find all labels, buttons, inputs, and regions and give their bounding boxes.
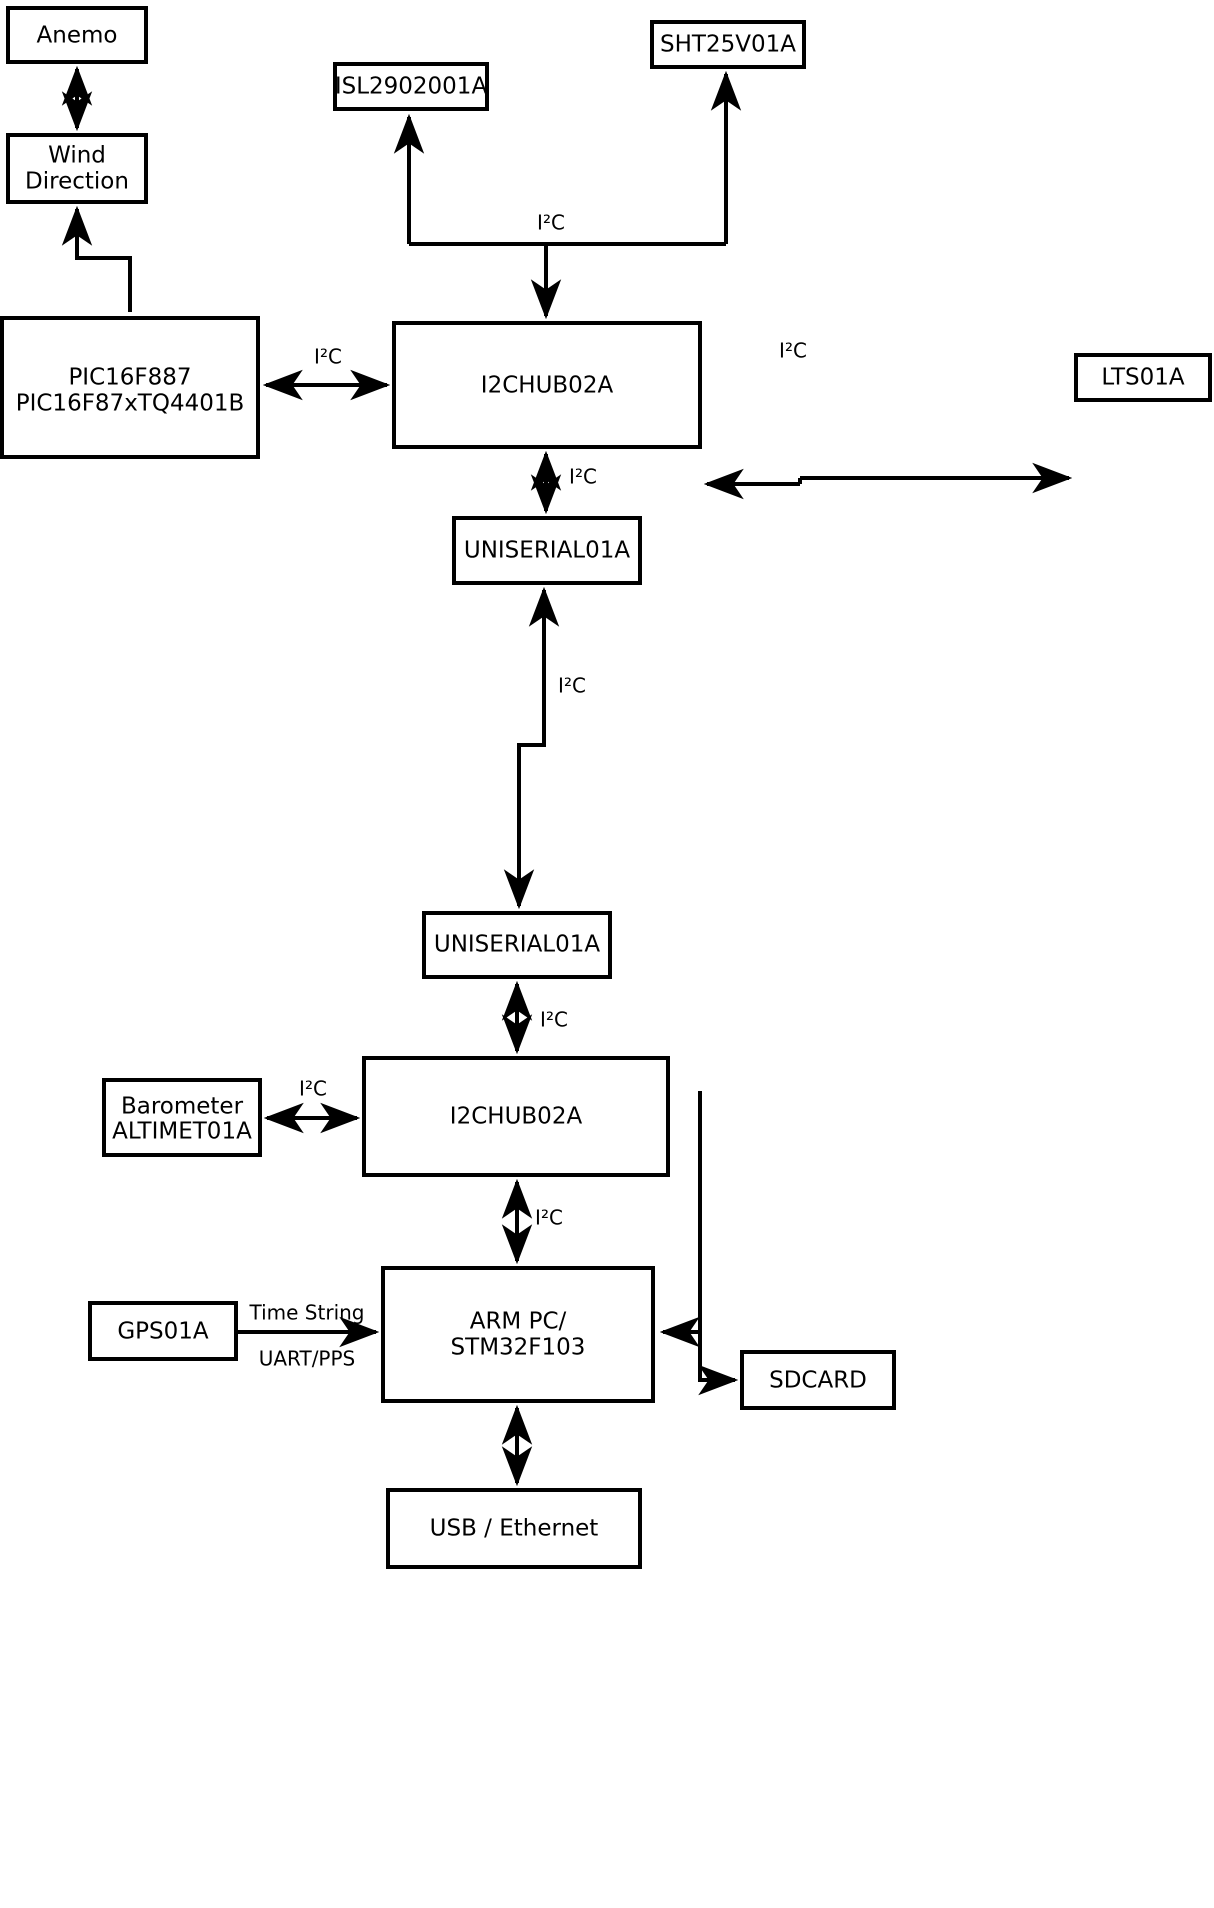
node-sdcard[interactable]: SDCARD — [740, 1350, 896, 1410]
node-label-anemo: Anemo — [37, 23, 118, 49]
node-barometer-altimet01a[interactable]: Barometer ALTIMET01A — [102, 1078, 262, 1157]
node-label-hub-bot: I2CHUB02A — [450, 1104, 583, 1130]
node-label-sht: SHT25V01A — [660, 32, 796, 58]
edge-label-hub-bot-arm: I²C — [535, 1206, 563, 1230]
node-gps01a[interactable]: GPS01A — [88, 1301, 238, 1361]
node-label-pic-line2: PIC16F87xTQ4401B — [16, 391, 245, 417]
node-i2chub02a-bottom[interactable]: I2CHUB02A — [362, 1056, 670, 1177]
node-label-wind-direction-line2: Direction — [25, 169, 129, 195]
edge-label-hub-lts: I²C — [779, 339, 807, 363]
node-label-uni-bot: UNISERIAL01A — [434, 932, 601, 958]
node-isl2902001a[interactable]: ISL2902001A — [333, 62, 489, 111]
node-label-usb-eth: USB / Ethernet — [430, 1516, 599, 1542]
node-label-wind-direction-line1: Wind — [48, 143, 106, 169]
edge-uni-uni-up — [517, 586, 560, 906]
node-label-gps: GPS01A — [117, 1319, 209, 1345]
node-label-hub-top: I2CHUB02A — [481, 373, 614, 399]
node-i2chub02a-top[interactable]: I2CHUB02A — [392, 321, 702, 449]
edge-label-pic-hub: I²C — [314, 345, 342, 369]
node-label-sdcard: SDCARD — [769, 1368, 867, 1394]
node-pic16f887[interactable]: PIC16F887 PIC16F87xTQ4401B — [0, 316, 260, 459]
node-label-baro-line1: Barometer — [121, 1094, 244, 1120]
edge-label-baro-hub: I²C — [299, 1077, 327, 1101]
edge-arm-sdcard-out — [698, 1092, 739, 1396]
edge-label-bus-i2c: I²C — [537, 211, 565, 235]
node-label-arm-line1: ARM PC/ — [470, 1309, 567, 1335]
node-label-arm-line2: STM32F103 — [451, 1335, 586, 1361]
edge-label-hub-uni-top: I²C — [569, 465, 597, 489]
edge-label-uni-hub-bot: I²C — [540, 1008, 568, 1032]
edge-label-uart-pps: UART/PPS — [259, 1347, 356, 1371]
node-label-lts: LTS01A — [1101, 365, 1185, 391]
node-label-pic-line1: PIC16F887 — [68, 365, 191, 391]
edge-label-time-string: Time String — [249, 1301, 365, 1325]
node-label-uni-top: UNISERIAL01A — [464, 538, 631, 564]
node-lts01a[interactable]: LTS01A — [1074, 353, 1212, 402]
node-wind-direction[interactable]: Wind Direction — [6, 133, 148, 204]
node-label-baro-line2: ALTIMET01A — [112, 1119, 252, 1145]
node-uniserial01a-bottom[interactable]: UNISERIAL01A — [422, 911, 612, 979]
node-label-isl: ISL2902001A — [335, 74, 488, 100]
node-usb-ethernet[interactable]: USB / Ethernet — [386, 1488, 642, 1569]
edge-pic-wind — [61, 205, 132, 312]
node-uniserial01a-top[interactable]: UNISERIAL01A — [452, 516, 642, 585]
node-arm-pc-stm32f103[interactable]: ARM PC/ STM32F103 — [381, 1266, 655, 1403]
edge-label-uni-uni: I²C — [558, 674, 586, 698]
node-sht25v01a[interactable]: SHT25V01A — [650, 20, 806, 69]
node-anemo[interactable]: Anemo — [6, 6, 148, 64]
